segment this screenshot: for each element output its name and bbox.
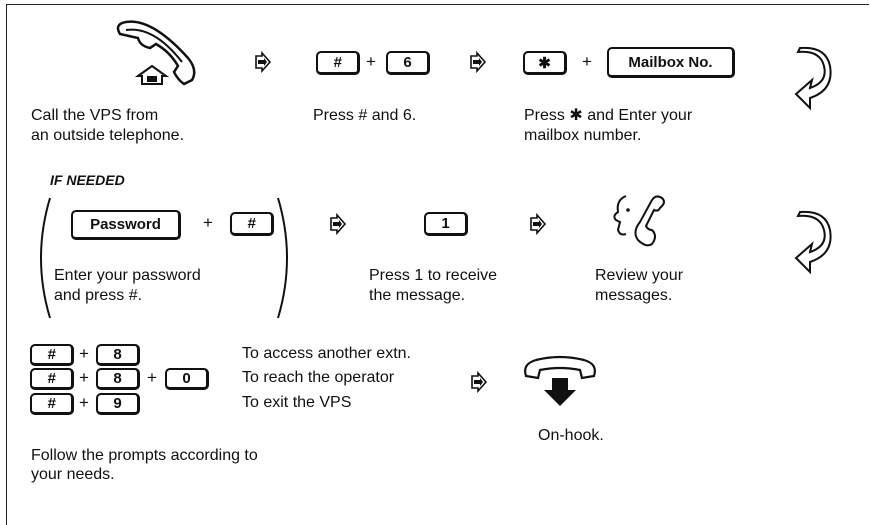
listening-head-icon	[613, 195, 665, 247]
step-password-caption: Enter your password and press #.	[54, 267, 201, 304]
arrow-right-icon	[471, 370, 488, 394]
key-9[interactable]: 9	[96, 393, 140, 415]
key-8[interactable]: 8	[96, 344, 140, 366]
key-hash-label: #	[47, 370, 56, 387]
on-hook-handset-icon	[524, 355, 596, 406]
key-8-label: 8	[113, 370, 122, 387]
if-needed-label: IF NEEDED	[50, 172, 125, 188]
key-hash[interactable]: #	[230, 212, 274, 236]
curved-return-arrow-icon	[794, 210, 832, 275]
arrow-right-icon	[530, 212, 547, 236]
left-paren	[40, 197, 51, 319]
key-hash-label: #	[47, 395, 56, 412]
arrow-right-icon	[330, 212, 347, 236]
option-access-extn: To access another extn.	[242, 345, 411, 362]
key-password-label: Password	[90, 216, 161, 233]
key-6[interactable]: 6	[386, 51, 430, 75]
option-exit-vps: To exit the VPS	[242, 394, 352, 411]
key-1-label: 1	[441, 215, 450, 232]
right-paren	[277, 197, 288, 319]
step-press1-caption: Press 1 to receive the message.	[369, 267, 498, 304]
plus-sign: +	[79, 393, 89, 412]
option-reach-operator: To reach the operator	[242, 369, 395, 386]
onhook-caption: On-hook.	[538, 427, 604, 444]
key-hash[interactable]: #	[30, 368, 74, 390]
curved-return-arrow-icon	[794, 46, 832, 111]
key-9-label: 9	[113, 395, 122, 412]
plus-sign: +	[79, 368, 89, 387]
key-0[interactable]: 0	[165, 368, 209, 390]
key-mailbox[interactable]: Mailbox No.	[607, 47, 735, 78]
key-mailbox-label: Mailbox No.	[628, 53, 713, 71]
plus-sign: +	[203, 213, 213, 232]
step-review-caption: Review your messages.	[595, 267, 684, 304]
key-1[interactable]: 1	[424, 212, 468, 236]
key-8-label: 8	[113, 346, 122, 363]
key-hash-label: #	[47, 346, 56, 363]
diagram-frame	[6, 4, 869, 525]
key-6-label: 6	[403, 54, 412, 71]
telephone-handset-icon	[116, 20, 196, 86]
key-star[interactable]: ✱	[523, 51, 567, 75]
plus-sign: +	[366, 52, 376, 71]
follow-prompts-caption: Follow the prompts according to your nee…	[31, 447, 258, 483]
key-hash-label: #	[333, 54, 342, 71]
plus-sign: +	[147, 368, 157, 387]
key-hash-label: #	[247, 215, 256, 232]
key-hash[interactable]: #	[316, 51, 360, 75]
key-hash[interactable]: #	[30, 393, 74, 415]
plus-sign: +	[582, 52, 592, 71]
step-press-hash-caption: Press # and 6.	[313, 107, 417, 124]
step-call-caption: Call the VPS from an outside telephone.	[31, 107, 185, 144]
key-8[interactable]: 8	[96, 368, 140, 390]
key-star-label: ✱	[538, 54, 551, 72]
key-hash[interactable]: #	[30, 344, 74, 366]
arrow-right-icon	[470, 50, 487, 74]
key-0-label: 0	[182, 370, 191, 387]
key-password[interactable]: Password	[71, 210, 181, 240]
arrow-right-icon	[255, 50, 272, 74]
step-mailbox-caption: Press ✱ and Enter your mailbox number.	[524, 107, 693, 144]
plus-sign: +	[79, 344, 89, 363]
